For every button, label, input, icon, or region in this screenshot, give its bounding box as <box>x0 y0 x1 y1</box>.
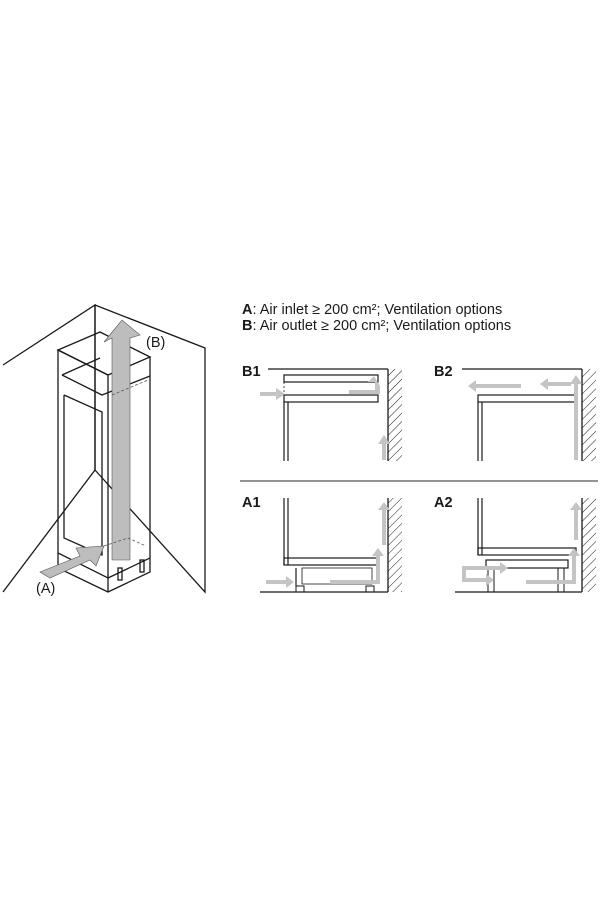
legend-text-b: : Air outlet ≥ 200 cm²; Ventilation opti… <box>252 318 512 334</box>
legend-key-a: A <box>242 302 253 318</box>
outlet-arrow <box>103 319 141 561</box>
plinth-panel <box>485 559 569 569</box>
cabinet-front-frame <box>57 348 109 580</box>
cabinet-top-panel <box>283 374 379 383</box>
cabinet-top <box>56 331 152 376</box>
wall-hatch <box>582 369 596 461</box>
panel-a2 <box>455 498 596 593</box>
airflow-arrows-3d <box>39 319 149 579</box>
cabinet-top-shelf <box>61 374 151 396</box>
legend-air-outlet: B: Air outlet ≥ 200 cm²; Ventilation opt… <box>242 318 511 334</box>
airflow-arrows <box>260 376 390 460</box>
cabinet-body-bottom <box>283 557 379 566</box>
legend-text-a: : Air inlet ≥ 200 cm²; Ventilation optio… <box>252 302 503 318</box>
cabinet-body-top <box>283 394 379 403</box>
label-outlet: (B) <box>146 335 166 351</box>
cabinet-plinth <box>57 553 151 593</box>
wall-hatch <box>582 498 596 592</box>
panel-a1 <box>260 498 402 593</box>
cabinet-foot <box>117 567 123 581</box>
label-b2: B2 <box>434 364 453 380</box>
cabinet-foot <box>365 585 375 593</box>
cabinet-body-top <box>477 394 577 403</box>
airflow-arrows <box>468 375 582 460</box>
panel-b2 <box>462 368 596 461</box>
cabinet-inner-opening <box>63 394 103 557</box>
wall-hatch <box>388 498 402 592</box>
inlet-arrow <box>39 545 105 579</box>
cabinet-body-bottom <box>477 547 577 556</box>
panel-b1 <box>260 368 402 461</box>
label-b1: B1 <box>242 364 261 380</box>
wall-hatch <box>388 369 402 461</box>
legend-key-b: B <box>242 318 253 334</box>
label-a1: A1 <box>242 495 261 511</box>
airflow-arrows <box>462 502 582 586</box>
label-inlet: (A) <box>36 581 56 597</box>
legend-air-inlet: A: Air inlet ≥ 200 cm²; Ventilation opti… <box>242 302 502 318</box>
cabinet-foot <box>295 585 305 593</box>
label-a2: A2 <box>434 495 453 511</box>
airflow-arrows <box>266 502 390 588</box>
cabinet-3d-illustration <box>2 303 206 594</box>
cabinet-foot <box>139 559 145 573</box>
